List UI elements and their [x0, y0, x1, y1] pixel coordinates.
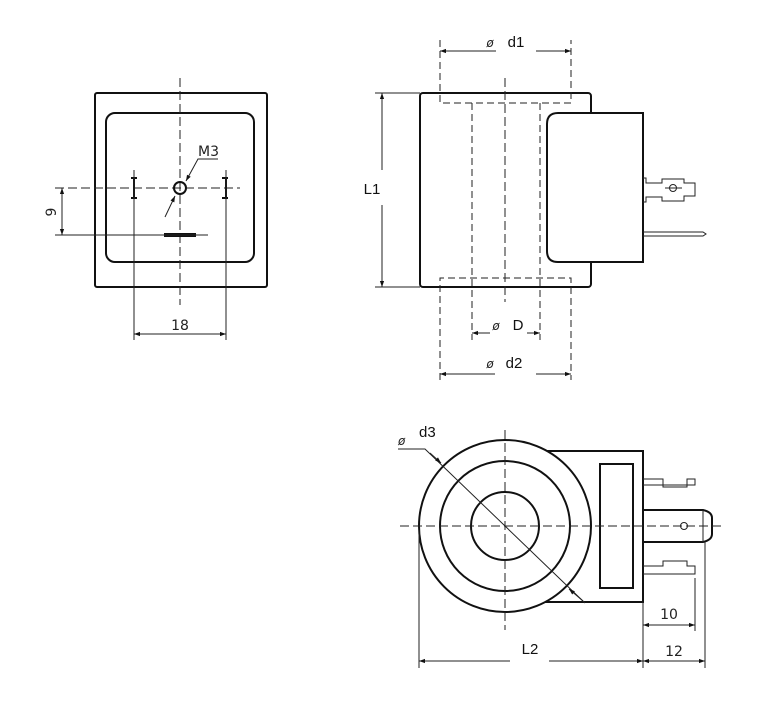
m3-leader-lower — [164, 195, 176, 218]
d3-leader — [398, 448, 586, 604]
d3-arrow — [568, 588, 584, 602]
terminal-pin — [643, 231, 707, 237]
top-view: ø d3 L2 10 12 — [397, 424, 722, 668]
dim-L1-label: L1 — [364, 181, 381, 198]
d3-arrow — [429, 452, 442, 464]
m3-leader — [185, 158, 218, 182]
connector-outline — [94, 92, 268, 288]
terminal-bottom — [643, 560, 696, 575]
dim-L2-label: L2 — [522, 641, 539, 658]
screw-hole — [173, 181, 187, 195]
side-view: L1 ø d1 ø D ø d2 — [364, 34, 707, 380]
dim-D-label: D — [513, 317, 524, 334]
dim-12-label: 12 — [665, 644, 683, 660]
front-view: 18 9 M3 — [44, 78, 268, 340]
dim-18-label: 18 — [171, 318, 189, 334]
diameter-symbol: ø — [485, 357, 494, 371]
terminal-flat — [643, 177, 696, 203]
hidden-top — [439, 40, 572, 104]
m3-label: M3 — [198, 144, 219, 160]
terminal-top — [643, 478, 696, 488]
dim-d2-label: d2 — [506, 355, 523, 372]
dim-10-label: 10 — [660, 607, 678, 623]
diameter-symbol: ø — [485, 36, 494, 50]
diameter-symbol: ø — [491, 319, 500, 333]
dim-9-label: 9 — [44, 208, 60, 217]
diameter-symbol: ø — [397, 434, 406, 448]
dim-d1-label: d1 — [508, 34, 525, 51]
connector-housing — [546, 112, 644, 263]
dim-d3-label: d3 — [419, 424, 436, 441]
